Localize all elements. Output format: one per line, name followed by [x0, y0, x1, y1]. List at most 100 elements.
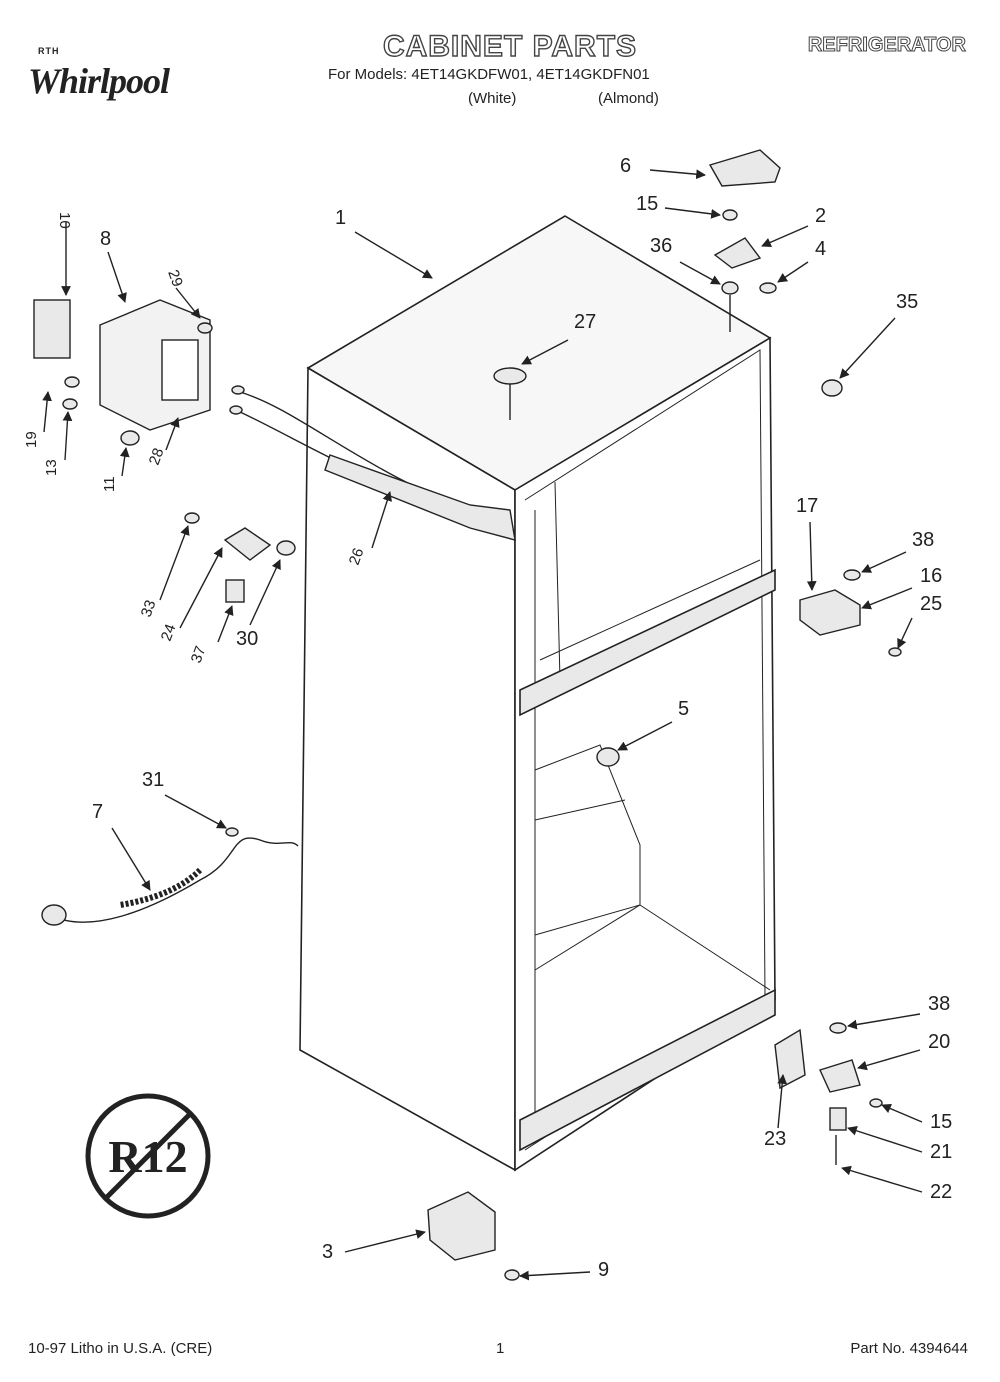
- callout-22: 22: [930, 1181, 952, 1203]
- bracket-part: [774, 1028, 806, 1090]
- callout-9: 9: [598, 1259, 609, 1281]
- leader-line: [521, 339, 569, 365]
- brand-tag: RTH: [38, 46, 60, 56]
- leader-line: [679, 261, 721, 285]
- leader-line: [897, 617, 913, 649]
- leader-line: [761, 225, 809, 247]
- callout-16: 16: [920, 565, 942, 587]
- callout-5: 5: [678, 698, 689, 720]
- leader-line: [806, 521, 817, 591]
- leader-line: [111, 827, 151, 891]
- callout-30: 30: [236, 628, 258, 650]
- leader-line: [179, 547, 223, 629]
- callout-19: 19: [23, 431, 40, 448]
- callout-6: 6: [620, 155, 631, 177]
- leader-lines: [42, 169, 923, 1281]
- bottom-hinge-part: [819, 1059, 861, 1093]
- leader-line: [664, 207, 721, 219]
- cap-part: [493, 367, 527, 385]
- color-almond: (Almond): [598, 90, 659, 107]
- leader-line: [881, 1103, 923, 1123]
- leader-line: [42, 391, 52, 433]
- leader-line: [164, 794, 227, 829]
- callout-13: 13: [43, 459, 60, 476]
- appliance-type: REFRIGERATOR: [807, 34, 966, 57]
- callout-15: 15: [930, 1111, 952, 1133]
- callout-36: 36: [650, 235, 672, 257]
- plug-part: [821, 379, 843, 397]
- screw-part: [722, 209, 738, 221]
- leader-line: [371, 491, 392, 549]
- leader-line: [107, 251, 127, 303]
- leader-line: [354, 231, 433, 279]
- relay-part: [33, 299, 71, 359]
- power-cord-plug-part: [41, 904, 67, 926]
- part-number: Part No. 4394644: [850, 1340, 968, 1357]
- callout-38: 38: [912, 529, 934, 551]
- cabinet-body: [299, 215, 776, 1172]
- callout-15: 15: [636, 193, 658, 215]
- leader-line: [857, 1049, 921, 1071]
- leader-line: [777, 261, 809, 283]
- callout-27: 27: [574, 311, 596, 333]
- callout-38: 38: [928, 993, 950, 1015]
- callout-20: 20: [928, 1031, 950, 1053]
- leader-line: [119, 447, 130, 477]
- print-info: 10-97 Litho in U.S.A. (CRE): [28, 1340, 213, 1357]
- callout-29: 29: [164, 268, 186, 289]
- hinge-cover-part: [708, 149, 781, 187]
- leader-line: [841, 1165, 923, 1193]
- harness-part: [324, 454, 516, 541]
- leader-line: [777, 1074, 788, 1129]
- callout-10: 10: [56, 212, 73, 229]
- callout-24: 24: [158, 622, 180, 643]
- leader-line: [165, 417, 180, 451]
- center-hinge-part: [799, 589, 861, 636]
- door-stop-part: [596, 747, 620, 767]
- color-white: (White): [468, 90, 517, 107]
- roller-part: [427, 1191, 496, 1261]
- callout-8: 8: [100, 228, 111, 250]
- callout-26: 26: [346, 546, 368, 567]
- r12-symbol: R12: [85, 1093, 211, 1219]
- top-hinge-part: [713, 237, 762, 269]
- callout-2: 2: [815, 205, 826, 227]
- brand-logo: Whirlpool: [28, 61, 170, 101]
- leader-line: [847, 1126, 923, 1153]
- callout-4: 4: [815, 238, 826, 260]
- callout-37: 37: [188, 644, 210, 665]
- callout-21: 21: [930, 1141, 952, 1163]
- callout-33: 33: [138, 598, 160, 619]
- callout-28: 28: [146, 446, 168, 467]
- page-title: CABINET PARTS: [382, 29, 638, 63]
- callout-17: 17: [796, 495, 818, 517]
- callout-1: 1: [335, 207, 346, 229]
- callout-23: 23: [764, 1128, 786, 1150]
- callout-3: 3: [322, 1241, 333, 1263]
- leader-line: [861, 551, 907, 573]
- callout-35: 35: [896, 291, 918, 313]
- leader-line: [344, 1229, 426, 1253]
- component-parts: [33, 149, 902, 1281]
- callout-11: 11: [101, 476, 118, 492]
- leader-line: [649, 169, 706, 180]
- callout-25: 25: [920, 593, 942, 615]
- leader-line: [861, 587, 913, 610]
- callout-7: 7: [92, 801, 103, 823]
- leader-line: [175, 287, 201, 319]
- leader-line: [617, 721, 673, 751]
- thermostat-part: [223, 527, 272, 561]
- leader-line: [217, 605, 234, 643]
- washer-part: [759, 282, 777, 294]
- leader-line: [159, 525, 190, 601]
- page-number: 1: [496, 1340, 505, 1357]
- leader-line: [519, 1270, 591, 1281]
- callout-31: 31: [142, 769, 164, 791]
- leader-line: [847, 1013, 921, 1030]
- model-numbers: For Models: 4ET14GKDFW01, 4ET14GKDFN01: [328, 66, 650, 83]
- leader-line: [839, 317, 896, 379]
- leader-line: [62, 411, 73, 461]
